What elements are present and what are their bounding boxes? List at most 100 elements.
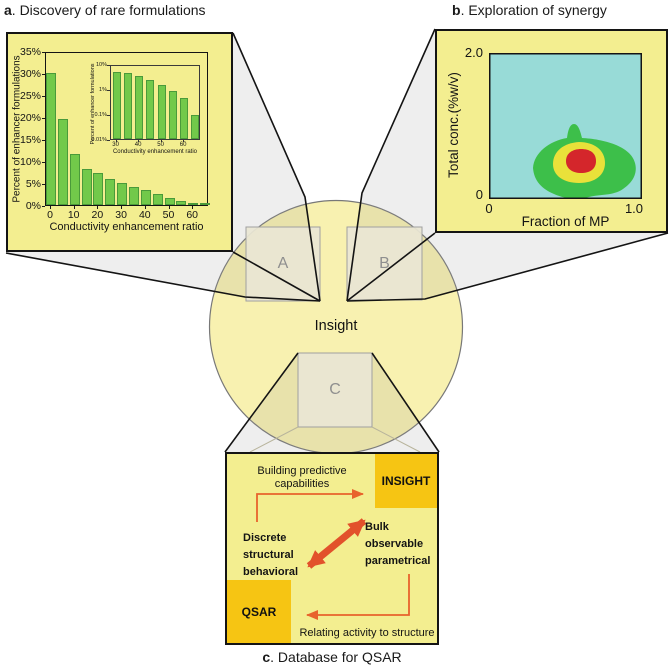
main-ytick: 0%	[25, 200, 41, 212]
main-ytickmark	[42, 140, 45, 141]
inset-xtick: 40	[134, 142, 142, 148]
main-histogram-xlabel: Conductivity enhancement ratio	[49, 221, 204, 233]
main-bar-x20	[93, 172, 104, 205]
main-bar-x50	[164, 197, 175, 205]
caption-c-letter: c	[262, 649, 271, 665]
inset-xtickmark	[183, 140, 185, 142]
synergy-xtick-max: 1.0	[624, 201, 644, 216]
square-b-label: B	[379, 254, 390, 272]
synergy-plot	[489, 53, 642, 199]
main-bar-x25	[105, 179, 116, 205]
square-c-label: C	[329, 381, 341, 398]
main-xtick: 50	[162, 209, 175, 221]
main-xtickmark	[144, 206, 146, 209]
panel-b-synergy: 2.0 0 Total conc.(%w/v) 0 1.0 Fraction o…	[435, 29, 668, 233]
main-bar-x40	[140, 190, 151, 205]
main-ytick: 25%	[19, 90, 41, 102]
main-bar-x60	[188, 203, 199, 205]
synergy-ytick-min: 0	[475, 187, 483, 202]
main-histogram-plot	[45, 52, 211, 206]
main-xtickmark	[50, 206, 51, 209]
main-ytickmark	[42, 96, 45, 97]
main-bar-x55	[176, 201, 187, 205]
qsar-box: QSAR	[227, 580, 291, 643]
insight-box: INSIGHT	[375, 454, 437, 508]
main-xtick: 0	[47, 209, 53, 221]
inset-ytick: 0.01%	[91, 136, 107, 143]
main-bar-x0	[46, 73, 56, 205]
inset-ytick: 1%	[99, 86, 107, 93]
square-a	[245, 226, 321, 302]
main-xtickmark	[97, 206, 99, 209]
arrow-to-insight	[256, 489, 364, 522]
inset-bar-x55	[168, 90, 177, 139]
inset-ytickmark	[107, 65, 110, 66]
panel-a-histogram: Percent of enhancer formulations Conduct…	[6, 32, 233, 252]
main-ytickmark	[42, 118, 45, 119]
inset-ytickmark	[107, 90, 110, 91]
beam-c-ray-right	[371, 426, 421, 453]
main-xtick: 10	[67, 209, 80, 221]
main-xtickmark	[168, 206, 170, 209]
main-xtick: 30	[115, 209, 127, 221]
main-bar-x65	[200, 203, 211, 205]
arrow-to-qsar	[306, 574, 410, 620]
inset-xtick: 30	[112, 142, 119, 148]
inset-xtick: 60	[179, 142, 187, 148]
inset-ytick: 0.1%	[94, 111, 107, 118]
square-a-label: A	[277, 255, 289, 272]
beam-edges	[5, 28, 669, 453]
contour-high	[566, 149, 596, 173]
inset-xtickmark	[138, 140, 140, 142]
main-ytickmark	[42, 184, 45, 185]
inset-ytick: 10%	[95, 61, 107, 68]
caption-c: c. Database for QSAR	[225, 649, 439, 665]
main-bar-x5	[57, 119, 68, 205]
main-xtick: 60	[186, 209, 199, 221]
inset-xtick: 50	[157, 142, 164, 148]
main-xtick: 40	[138, 209, 151, 221]
inset-xtickmark	[160, 140, 162, 142]
main-xtickmark	[73, 206, 75, 209]
caption-b: b. Exploration of synergy	[452, 2, 607, 18]
caption-a: a. Discovery of rare formulations	[4, 2, 206, 18]
inset-histogram-ylabel: Percent of enhancer formulations	[89, 63, 96, 145]
main-bar-x30	[117, 183, 128, 205]
building-predictive-label: Building predictive capabilities	[257, 465, 347, 490]
main-ytickmark	[42, 74, 45, 75]
synergy-ylabel: Total conc.(%w/v)	[446, 72, 462, 178]
main-ytickmark	[42, 52, 45, 53]
double-arrow-exchange	[306, 518, 367, 569]
square-c	[297, 352, 373, 428]
main-bar-x15	[81, 169, 92, 205]
main-xtickmark	[121, 206, 123, 209]
discrete-structural-label: Discrete structural behavioral	[243, 532, 299, 579]
inset-bar-x50	[157, 84, 166, 139]
main-bar-x35	[128, 186, 139, 205]
main-xtick: 20	[91, 209, 104, 221]
main-ytick: 10%	[19, 156, 41, 168]
inset-histogram-xlabel: Conductivity enhancement ratio	[112, 149, 198, 155]
qsar-arrows	[256, 489, 410, 620]
main-xtickmark	[192, 206, 194, 209]
main-ytick: 5%	[25, 178, 41, 190]
inset-bar-x30	[112, 71, 121, 139]
bulk-observable-label: Bulk observable parametrical	[365, 521, 431, 568]
inset-bar-x60	[180, 97, 189, 139]
caption-a-text: . Discovery of rare formulations	[11, 2, 206, 18]
synergy-ytick-max: 2.0	[464, 45, 483, 60]
main-bar-x45	[152, 193, 163, 205]
main-ytick: 35%	[19, 46, 41, 58]
inset-histogram-plot	[110, 65, 200, 140]
inset-ytickmark	[107, 140, 110, 141]
synergy-xlabel: Fraction of MP	[521, 214, 610, 229]
caption-b-letter: b	[452, 2, 461, 18]
main-ytick: 20%	[19, 112, 41, 124]
inset-bar-x65	[191, 114, 200, 139]
inset-bar-x40	[135, 76, 144, 139]
caption-a-letter: a	[4, 2, 12, 18]
main-ytick: 30%	[19, 68, 41, 80]
synergy-xtick-min: 0	[485, 201, 493, 216]
inset-bar-x45	[146, 79, 155, 139]
